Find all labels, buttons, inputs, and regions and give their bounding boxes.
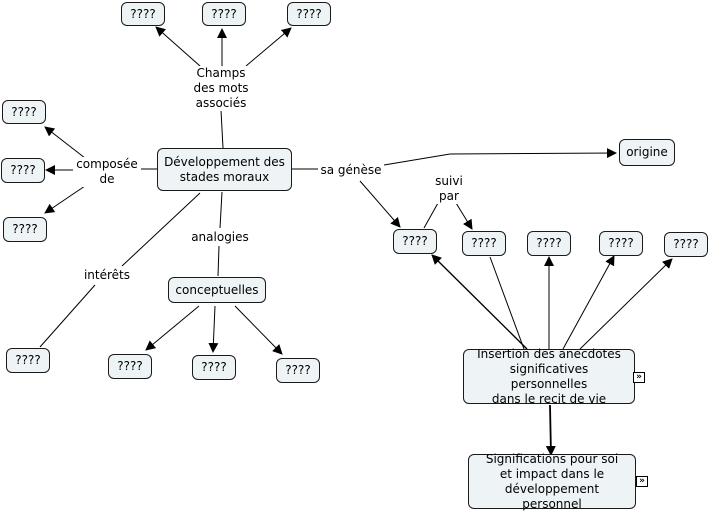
concept-node[interactable]: ???? — [6, 348, 50, 373]
connector-arrow — [44, 185, 86, 214]
concept-node[interactable]: ???? — [192, 355, 236, 380]
link-label-analogies: analogies — [189, 229, 251, 246]
connector-line — [220, 109, 224, 149]
concept-node[interactable]: ???? — [462, 231, 506, 256]
conceptuelles-node[interactable]: conceptuelles — [168, 277, 266, 303]
concept-node[interactable]: ???? — [287, 2, 331, 26]
link-label-genese: sa génèse — [318, 162, 384, 179]
connector-arrow — [155, 26, 201, 67]
insertion-node[interactable]: Insertion des anecdotes significatives p… — [463, 347, 635, 406]
connector-arrow — [383, 148, 617, 166]
connector-arrow — [431, 254, 528, 350]
connector-line — [489, 256, 525, 350]
connector-arrow — [562, 255, 615, 350]
concept-node[interactable]: ???? — [121, 2, 165, 26]
origine-node[interactable]: origine — [619, 139, 675, 166]
connector-arrow — [245, 27, 292, 67]
concept-node[interactable]: ???? — [1, 158, 45, 183]
connector-arrow — [208, 305, 219, 353]
link-label-champs: Champs des mots associés — [189, 66, 253, 111]
concept-node[interactable]: ???? — [393, 229, 437, 254]
concept-node[interactable]: ???? — [664, 232, 708, 257]
connector-arrow — [234, 305, 283, 355]
concept-node[interactable]: ???? — [599, 231, 643, 256]
concept-node[interactable]: ???? — [108, 354, 152, 379]
significations-node[interactable]: Significations pour soi et impact dans l… — [468, 452, 636, 511]
connector-line — [121, 192, 201, 267]
double-chevron-right-icon[interactable]: » — [633, 372, 645, 383]
concept-node[interactable]: ???? — [202, 2, 246, 26]
connector-arrow — [455, 202, 473, 230]
connector-line — [423, 202, 439, 229]
connector-line — [219, 191, 223, 229]
connector-line — [217, 245, 220, 277]
link-label-interets: intérêts — [81, 267, 133, 284]
connector-arrow — [579, 258, 673, 350]
link-label-composee: composée de — [73, 157, 141, 187]
concept-node[interactable]: ???? — [276, 358, 320, 383]
concept-node[interactable]: ???? — [527, 231, 571, 256]
connector-line — [39, 284, 96, 348]
concept-node[interactable]: ???? — [2, 100, 46, 124]
central-concept-node[interactable]: Développement des stades moraux — [157, 148, 292, 191]
double-chevron-right-icon[interactable]: » — [636, 476, 648, 487]
connector-arrow — [545, 404, 556, 456]
link-label-suivi-par: suivi par — [432, 174, 466, 204]
concept-node[interactable]: ???? — [3, 217, 47, 242]
connector-arrow — [44, 126, 86, 159]
connector-arrow — [145, 305, 200, 351]
connector-arrow — [359, 180, 401, 228]
